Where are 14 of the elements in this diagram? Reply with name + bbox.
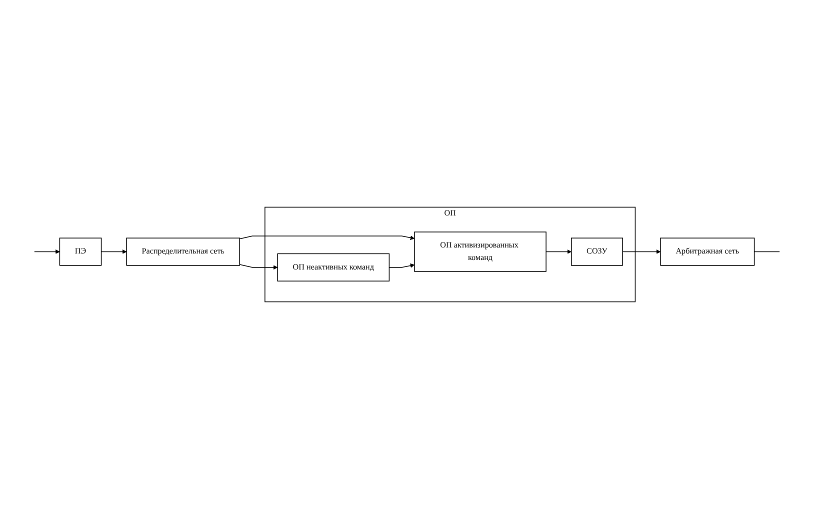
arrow bbox=[100, 250, 127, 254]
node-box: Арбитражная сеть bbox=[660, 238, 755, 266]
node-box: СОЗУ bbox=[570, 238, 623, 266]
node-box: ОП неактивных команд bbox=[277, 253, 390, 282]
node-box: Распределительная сеть bbox=[126, 238, 240, 266]
arrow bbox=[622, 250, 661, 254]
node-box: ПЭ bbox=[59, 238, 102, 266]
connector bbox=[754, 251, 780, 252]
arrow bbox=[546, 250, 572, 254]
node-box: ОП активизированных команд bbox=[414, 232, 546, 272]
arrow bbox=[34, 250, 60, 254]
arrow bbox=[388, 263, 415, 268]
arrow bbox=[239, 236, 415, 240]
arrow bbox=[239, 264, 278, 270]
